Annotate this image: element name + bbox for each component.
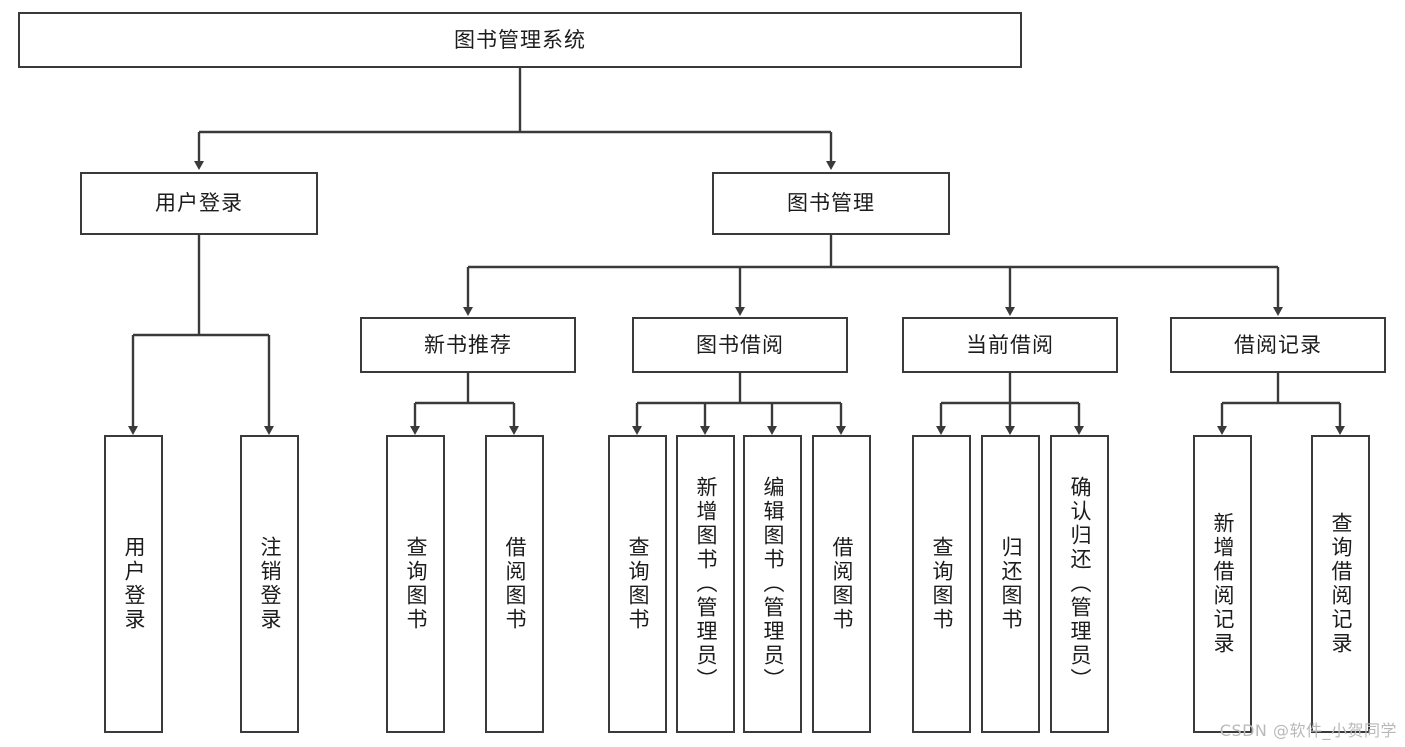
leaf-br-add-record-label: 新增借阅记录: [1211, 512, 1235, 656]
leaf-cb-query-book[interactable]: 查询图书: [912, 435, 971, 733]
node-new-book-recommend[interactable]: 新书推荐: [360, 317, 576, 373]
node-book-manage-label: 图书管理: [787, 191, 875, 215]
node-root[interactable]: 图书管理系统: [18, 12, 1022, 68]
leaf-cb-return-book-label: 归还图书: [999, 536, 1023, 632]
leaf-cb-return-book[interactable]: 归还图书: [981, 435, 1040, 733]
leaf-nb-borrow-book[interactable]: 借阅图书: [485, 435, 544, 733]
leaf-bb-query-book-label: 查询图书: [626, 536, 650, 632]
leaf-bb-edit-book[interactable]: 编辑图书（管理员）: [743, 435, 802, 733]
leaf-bb-borrow-book[interactable]: 借阅图书: [812, 435, 871, 733]
leaf-nb-borrow-book-label: 借阅图书: [503, 536, 527, 632]
leaf-logout[interactable]: 注销登录: [240, 435, 299, 733]
leaf-nb-query-book-label: 查询图书: [404, 536, 428, 632]
leaf-cb-query-book-label: 查询图书: [930, 536, 954, 632]
node-root-label: 图书管理系统: [454, 27, 586, 52]
leaf-bb-edit-book-label: 编辑图书（管理员）: [761, 476, 785, 692]
leaf-cb-confirm-return-label: 确认归还（管理员）: [1068, 476, 1092, 692]
leaf-br-add-record[interactable]: 新增借阅记录: [1193, 435, 1252, 733]
node-current-borrow-label: 当前借阅: [966, 332, 1054, 357]
leaf-br-query-record[interactable]: 查询借阅记录: [1311, 435, 1370, 733]
node-book-manage[interactable]: 图书管理: [712, 172, 950, 235]
leaf-logout-label: 注销登录: [258, 536, 282, 632]
node-borrow-record[interactable]: 借阅记录: [1170, 317, 1386, 373]
leaf-nb-query-book[interactable]: 查询图书: [386, 435, 445, 733]
node-user-login[interactable]: 用户登录: [80, 172, 318, 235]
node-borrow-record-label: 借阅记录: [1234, 332, 1322, 357]
node-new-book-recommend-label: 新书推荐: [424, 332, 512, 357]
leaf-bb-query-book[interactable]: 查询图书: [608, 435, 667, 733]
node-book-borrow[interactable]: 图书借阅: [632, 317, 848, 373]
leaf-cb-confirm-return[interactable]: 确认归还（管理员）: [1050, 435, 1109, 733]
leaf-bb-borrow-book-label: 借阅图书: [830, 536, 854, 632]
leaf-user-login[interactable]: 用户登录: [104, 435, 163, 733]
leaf-br-query-record-label: 查询借阅记录: [1329, 512, 1353, 656]
node-book-borrow-label: 图书借阅: [696, 332, 784, 357]
watermark: CSDN @软件_小贺同学: [1219, 721, 1397, 740]
leaf-user-login-label: 用户登录: [122, 536, 146, 632]
node-current-borrow[interactable]: 当前借阅: [902, 317, 1118, 373]
node-user-login-label: 用户登录: [155, 191, 243, 215]
leaf-bb-add-book-label: 新增图书（管理员）: [694, 476, 718, 692]
leaf-bb-add-book[interactable]: 新增图书（管理员）: [676, 435, 735, 733]
